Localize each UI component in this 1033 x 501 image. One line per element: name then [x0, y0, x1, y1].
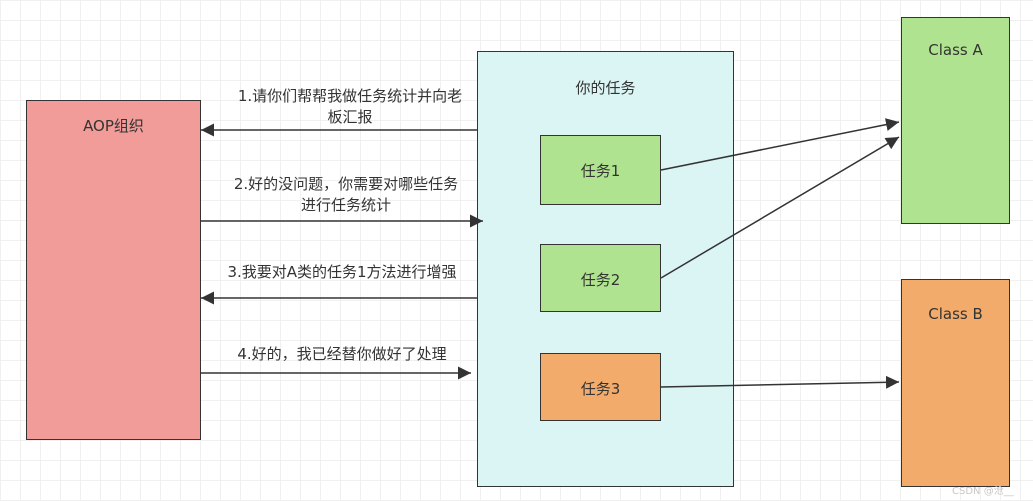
aop-organization-box — [26, 100, 201, 440]
arrow-task3-class-b — [660, 375, 900, 389]
message-4: 4.好的，我已经替你做好了处理 — [192, 344, 492, 365]
arrow-task1-class-a — [660, 118, 900, 171]
task3-label: 任务3 — [580, 380, 621, 398]
message-3-line1: 3.我要对A类的任务1方法进行增强 — [227, 263, 457, 281]
task1-box — [540, 135, 661, 205]
watermark: CSDN @沧__ — [952, 486, 1014, 497]
task1-label: 任务1 — [580, 162, 621, 180]
message-3: 3.我要对A类的任务1方法进行增强 — [192, 262, 492, 283]
class-a-label: Class A — [928, 41, 983, 59]
aop-organization-label: AOP组织 — [83, 117, 144, 135]
message-1-line2: 板汇报 — [327, 108, 373, 126]
class-b-label: Class B — [928, 305, 983, 323]
your-tasks-label: 你的任务 — [575, 79, 636, 97]
message-2-line1: 2.好的没问题，你需要对哪些任务 — [233, 175, 459, 193]
task2-box — [540, 244, 661, 312]
task2-label: 任务2 — [580, 271, 621, 289]
class-a-box — [901, 17, 1010, 224]
class-b-box — [901, 279, 1010, 487]
task3-box — [540, 353, 661, 421]
message-2-line2: 进行任务统计 — [300, 196, 391, 214]
message-2: 2.好的没问题，你需要对哪些任务 进行任务统计 — [196, 174, 496, 216]
message-1: 1.请你们帮帮我做任务统计并向老 板汇报 — [200, 86, 500, 128]
message-1-line1: 1.请你们帮帮我做任务统计并向老 — [237, 87, 463, 105]
arrow-task2-class-a — [660, 136, 900, 279]
message-4-line1: 4.好的，我已经替你做好了处理 — [237, 345, 447, 363]
